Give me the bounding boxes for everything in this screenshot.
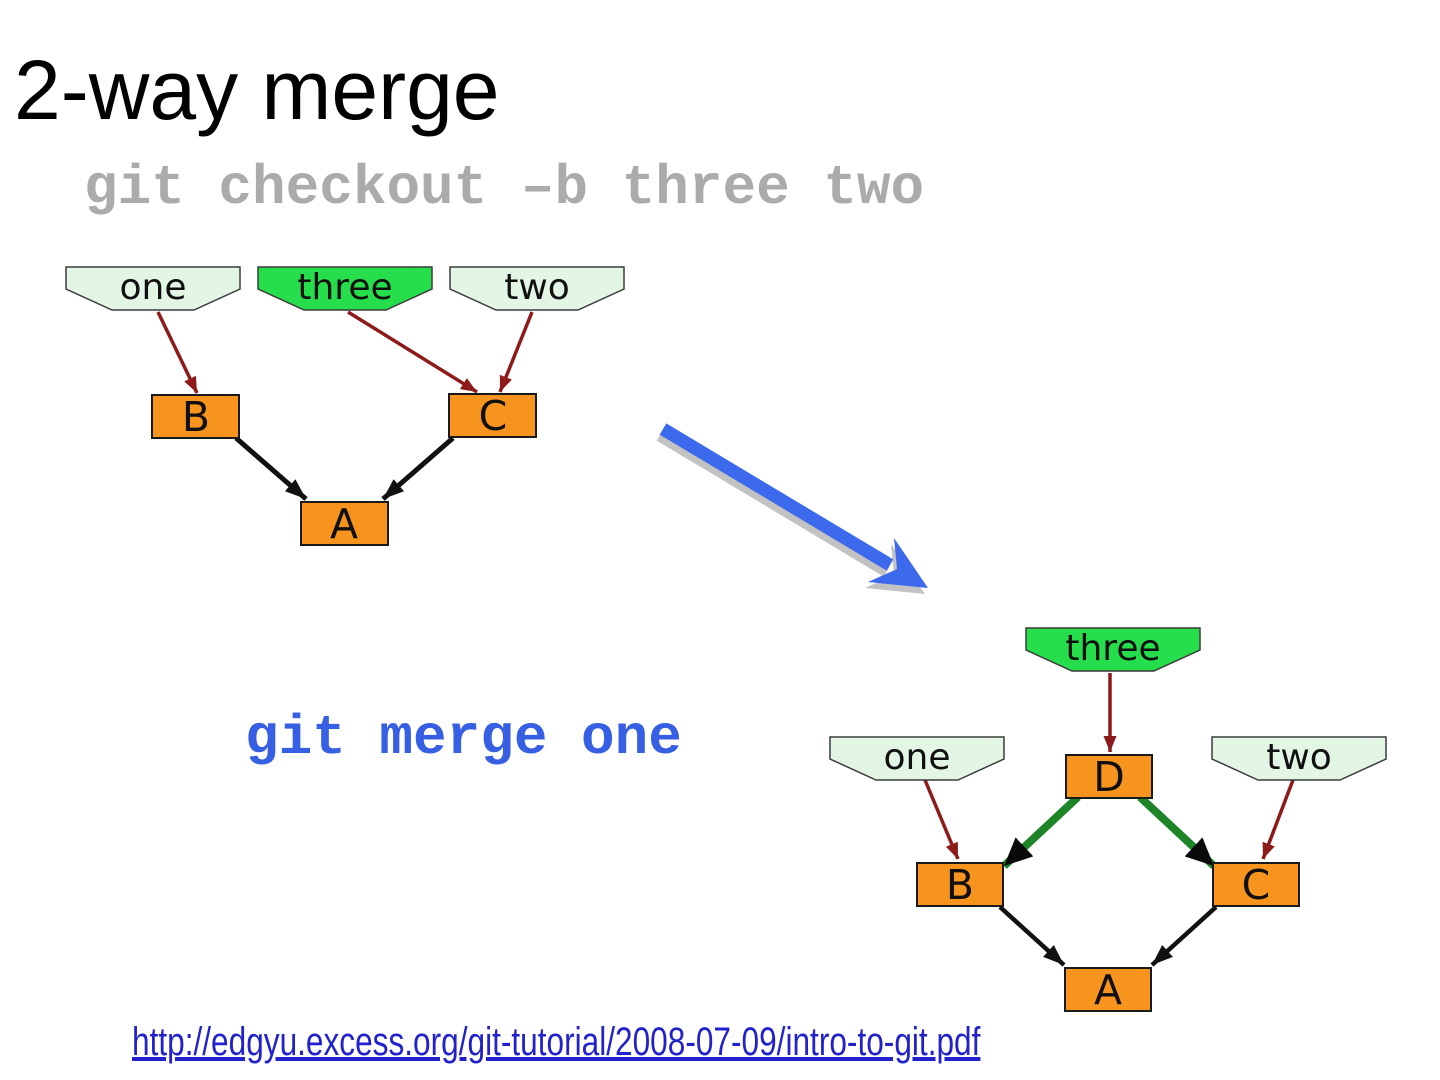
branch-label-one-shape	[65, 266, 241, 311]
commit-letter-c: C	[479, 392, 508, 440]
branch-label-three-active: three	[257, 266, 433, 311]
commit-node-a: A	[300, 500, 389, 548]
merge-command-text: git merge one	[245, 706, 682, 770]
commit-node-d: D	[1065, 753, 1153, 801]
merge-arrow-d-to-c	[1137, 794, 1217, 869]
commit-letter-b: B	[182, 393, 210, 441]
branch-label-three-shape	[257, 266, 433, 311]
branch-arrow-one-to-b	[923, 779, 960, 860]
commit-box-c	[1212, 862, 1300, 907]
branch-label-one-text: one	[120, 267, 187, 308]
commit-arrow-c-to-a	[381, 436, 455, 501]
branch-label-two-shape	[449, 266, 625, 311]
commit-letter-a: A	[330, 500, 358, 548]
commit-box-b	[916, 862, 1004, 907]
commit-node-c: C	[1212, 861, 1300, 909]
branch-label-three-shape	[1025, 627, 1201, 672]
transition-arrow	[656, 423, 928, 594]
commit-letter-c: C	[1242, 861, 1271, 909]
commit-arrow-b-to-a	[234, 436, 308, 501]
transition-arrow-head	[868, 538, 928, 588]
branch-label-one-shape	[829, 736, 1005, 781]
branch-label-two: two	[1211, 736, 1387, 781]
branch-arrow-two-to-c	[498, 311, 534, 393]
commit-box-a	[300, 501, 389, 546]
commit-node-b: B	[916, 861, 1004, 909]
commit-letter-a: A	[1094, 966, 1122, 1014]
commit-node-b: B	[151, 393, 240, 441]
branch-label-one: one	[65, 266, 241, 311]
commit-node-c: C	[448, 392, 537, 440]
branch-label-two-text: two	[1266, 737, 1332, 778]
commit-box-a	[1064, 967, 1152, 1012]
commit-box-c	[448, 393, 537, 438]
branch-label-one: one	[829, 736, 1005, 781]
branch-arrow-two-to-c	[1261, 779, 1295, 860]
commit-arrow-b-to-a	[998, 905, 1066, 967]
checkout-command-text: git checkout –b three two	[84, 156, 925, 220]
source-link[interactable]: http://edgyu.excess.org/git-tutorial/200…	[132, 1020, 981, 1064]
branch-label-two-shape	[1211, 736, 1387, 781]
source-link-container: http://edgyu.excess.org/git-tutorial/200…	[132, 1020, 1206, 1064]
branch-arrow-three-to-c	[347, 310, 478, 394]
transition-arrow-shadow	[656, 429, 925, 594]
branch-arrow-one-to-b	[156, 311, 199, 394]
diagram-after: three one two D B C	[829, 627, 1387, 1014]
commit-letter-b: B	[946, 861, 974, 909]
commit-box-b	[151, 394, 240, 439]
commit-arrow-c-to-a	[1150, 905, 1218, 967]
branch-label-one-text: one	[884, 737, 951, 778]
commit-letter-d: D	[1093, 753, 1125, 801]
branch-label-two: two	[449, 266, 625, 311]
branch-label-three-text: three	[297, 267, 392, 308]
branch-label-three-text: three	[1065, 628, 1160, 669]
transition-arrow-shaft	[659, 423, 894, 571]
merge-arrow-d-to-b	[1001, 794, 1081, 869]
commit-node-a: A	[1064, 966, 1152, 1014]
branch-label-three-active: three	[1025, 627, 1201, 672]
slide-title: 2-way merge	[14, 43, 500, 137]
branch-label-two-text: two	[504, 267, 570, 308]
diagram-before: one three two B C A	[65, 266, 625, 548]
commit-box-d	[1065, 754, 1153, 799]
